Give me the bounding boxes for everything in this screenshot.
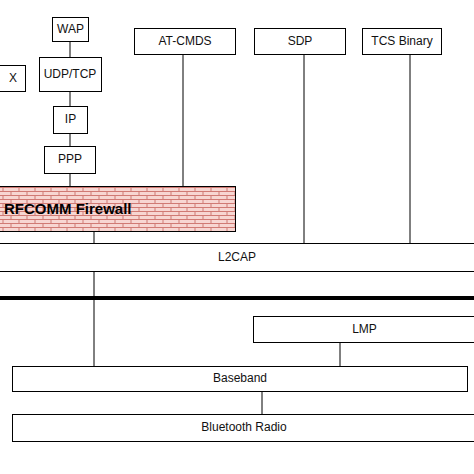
layer-label: SDP	[288, 35, 313, 48]
layer-box: LMP	[253, 316, 474, 343]
host-controller-divider	[0, 296, 474, 300]
layer-label: L2CAP	[218, 251, 256, 264]
stack-connector	[70, 92, 71, 106]
layer-label: PPP	[58, 153, 82, 166]
stack-connector	[304, 55, 305, 243]
stack-connector	[70, 174, 71, 186]
protocol-box: SDP	[254, 28, 346, 55]
layer-label: TCS Binary	[371, 35, 432, 48]
protocol-box: IP	[53, 106, 88, 134]
protocol-box: UDP/TCP	[39, 57, 102, 92]
stack-connector	[183, 55, 184, 186]
layer-band: Baseband	[12, 366, 468, 392]
layer-band: L2CAP	[0, 243, 474, 272]
stack-connector	[70, 134, 71, 146]
stack-connector	[70, 42, 71, 57]
protocol-box: PPP	[44, 146, 96, 174]
stack-connector	[410, 55, 411, 243]
layer-label: UDP/TCP	[44, 68, 97, 81]
layer-label: AT-CMDS	[158, 35, 211, 48]
protocol-box: TCS Binary	[362, 28, 442, 55]
firewall-box: RFCOMM Firewall	[0, 186, 236, 232]
layer-label: IP	[65, 113, 76, 126]
layer-label: RFCOMM Firewall	[4, 201, 132, 218]
stack-connector	[94, 272, 95, 366]
layer-label: LMP	[352, 323, 377, 336]
layer-label: WAP	[57, 23, 84, 36]
layer-label: Baseband	[213, 372, 267, 385]
stack-connector	[340, 343, 341, 366]
layer-label: X	[9, 72, 17, 85]
protocol-box: WAP	[52, 17, 89, 42]
protocol-box: X	[0, 65, 26, 92]
stack-connector	[262, 392, 263, 414]
stack-connector	[94, 232, 95, 243]
layer-label: Bluetooth Radio	[201, 421, 286, 434]
layer-band: Bluetooth Radio	[12, 414, 474, 442]
protocol-box: AT-CMDS	[134, 28, 236, 55]
